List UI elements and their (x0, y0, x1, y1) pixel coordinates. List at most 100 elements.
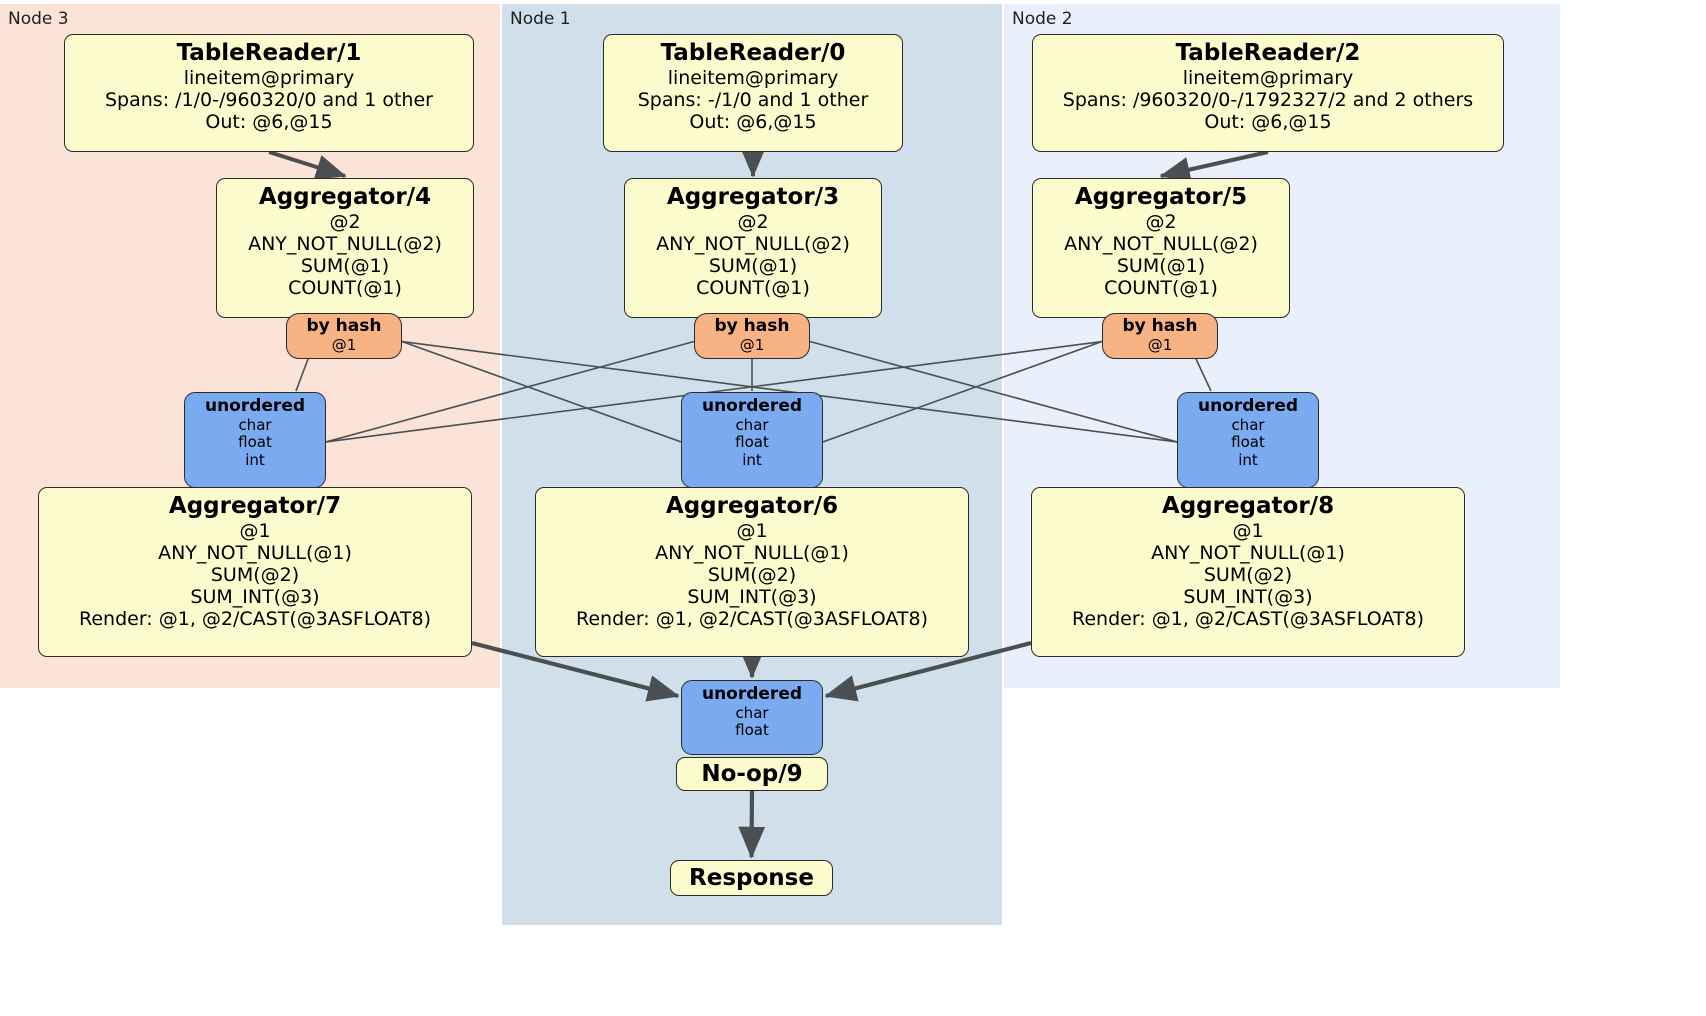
node-aggregator8-line-2: SUM(@2) (1203, 563, 1293, 586)
node-aggregator7-line-0: @1 (239, 519, 271, 542)
node-unordered8-line-0: char (1231, 415, 1265, 434)
node-aggregator3-line-0: @2 (737, 210, 769, 233)
node-tablereader2-line-1: Spans: /960320/0-/1792327/2 and 2 others (1062, 88, 1474, 111)
node-byhash3[interactable]: by hash@1 (694, 313, 810, 359)
node-aggregator3-line-2: SUM(@1) (708, 254, 798, 277)
edge (1159, 150, 1269, 183)
edge (325, 340, 1103, 443)
node-byhash5-line-0: @1 (1147, 335, 1173, 354)
node-noop9-title: No-op/9 (701, 760, 803, 787)
edge (295, 358, 309, 392)
node-aggregator3-line-3: COUNT(@1) (696, 276, 810, 299)
node-aggregator5-line-2: SUM(@1) (1116, 254, 1206, 277)
node-aggregator5-line-1: ANY_NOT_NULL(@2) (1064, 232, 1258, 255)
node-aggregator5-title: Aggregator/5 (1074, 184, 1248, 210)
node-byhash4[interactable]: by hash@1 (286, 313, 402, 359)
node-aggregator5-line-3: COUNT(@1) (1104, 276, 1218, 299)
node-tablereader1-title: TableReader/1 (176, 40, 362, 66)
node-unordered9-line-0: char (735, 703, 769, 722)
node-tablereader1-line-2: Out: @6,@15 (205, 110, 333, 133)
node-aggregator6-line-4: Render: @1, @2/CAST(@3ASFLOAT8) (576, 607, 928, 630)
panel-node1-label: Node 1 (510, 9, 571, 29)
node-tablereader1-line-0: lineitem@primary (183, 66, 355, 89)
node-aggregator3-title: Aggregator/3 (666, 184, 840, 210)
node-aggregator6-title: Aggregator/6 (665, 493, 839, 519)
node-aggregator7-line-3: SUM_INT(@3) (190, 585, 320, 608)
edge (401, 340, 1178, 443)
node-aggregator3-line-1: ANY_NOT_NULL(@2) (656, 232, 850, 255)
node-tablereader2-line-2: Out: @6,@15 (1204, 110, 1332, 133)
node-aggregator8-line-0: @1 (1232, 519, 1264, 542)
node-aggregator4-line-3: COUNT(@1) (288, 276, 402, 299)
node-aggregator6-line-3: SUM_INT(@3) (687, 585, 817, 608)
edge (471, 640, 680, 702)
node-unordered7-line-1: float (238, 433, 272, 452)
node-aggregator8-line-4: Render: @1, @2/CAST(@3ASFLOAT8) (1072, 607, 1424, 630)
panel-node3-label: Node 3 (8, 9, 69, 29)
node-aggregator4-line-1: ANY_NOT_NULL(@2) (248, 232, 442, 255)
node-noop9[interactable]: No-op/9 (676, 757, 828, 791)
edge (1195, 358, 1212, 392)
node-unordered6-line-2: int (742, 450, 762, 469)
node-unordered8-line-2: int (1238, 450, 1258, 469)
node-unordered8-line-1: float (1231, 433, 1265, 452)
node-tablereader0-title: TableReader/0 (660, 40, 846, 66)
node-unordered7-line-2: int (245, 450, 265, 469)
edge (809, 340, 1178, 443)
node-aggregator4-line-0: @2 (329, 210, 361, 233)
node-aggregator5-line-0: @2 (1145, 210, 1177, 233)
node-aggregator6-line-1: ANY_NOT_NULL(@1) (655, 541, 849, 564)
node-aggregator7-line-2: SUM(@2) (210, 563, 300, 586)
node-unordered7-line-0: char (238, 415, 272, 434)
edge (325, 340, 695, 443)
node-unordered6-line-1: float (735, 433, 769, 452)
edge (401, 340, 682, 443)
node-aggregator4-line-2: SUM(@1) (300, 254, 390, 277)
node-byhash4-line-0: @1 (331, 335, 357, 354)
node-unordered6-line-0: char (735, 415, 769, 434)
node-byhash3-line-0: @1 (739, 335, 765, 354)
node-aggregator7-line-4: Render: @1, @2/CAST(@3ASFLOAT8) (79, 607, 431, 630)
node-tablereader1-line-1: Spans: /1/0-/960320/0 and 1 other (105, 88, 433, 111)
node-tablereader0-line-0: lineitem@primary (667, 66, 839, 89)
node-aggregator6-line-2: SUM(@2) (707, 563, 797, 586)
node-aggregator4-title: Aggregator/4 (258, 184, 432, 210)
node-unordered9-title: unordered (701, 684, 803, 704)
node-byhash5-title: by hash (1122, 316, 1198, 336)
node-aggregator7-line-1: ANY_NOT_NULL(@1) (158, 541, 352, 564)
node-tablereader0-line-1: Spans: -/1/0 and 1 other (637, 88, 869, 111)
node-response-title: Response (689, 864, 814, 891)
edge (824, 640, 1032, 702)
node-byhash5[interactable]: by hash@1 (1102, 313, 1218, 359)
edge (822, 340, 1103, 443)
node-unordered8-title: unordered (1197, 396, 1299, 416)
node-unordered7-title: unordered (204, 396, 306, 416)
edge (268, 150, 347, 180)
panel-node2-label: Node 2 (1012, 9, 1073, 29)
node-aggregator8-line-3: SUM_INT(@3) (1183, 585, 1313, 608)
node-aggregator7-title: Aggregator/7 (168, 493, 342, 519)
edge (738, 790, 766, 859)
node-aggregator8-title: Aggregator/8 (1161, 493, 1335, 519)
node-unordered6-title: unordered (701, 396, 803, 416)
node-byhash4-title: by hash (306, 316, 382, 336)
node-byhash3-title: by hash (714, 316, 790, 336)
node-aggregator6-line-0: @1 (736, 519, 768, 542)
node-unordered9-line-1: float (735, 721, 769, 740)
node-response[interactable]: Response (670, 860, 833, 896)
